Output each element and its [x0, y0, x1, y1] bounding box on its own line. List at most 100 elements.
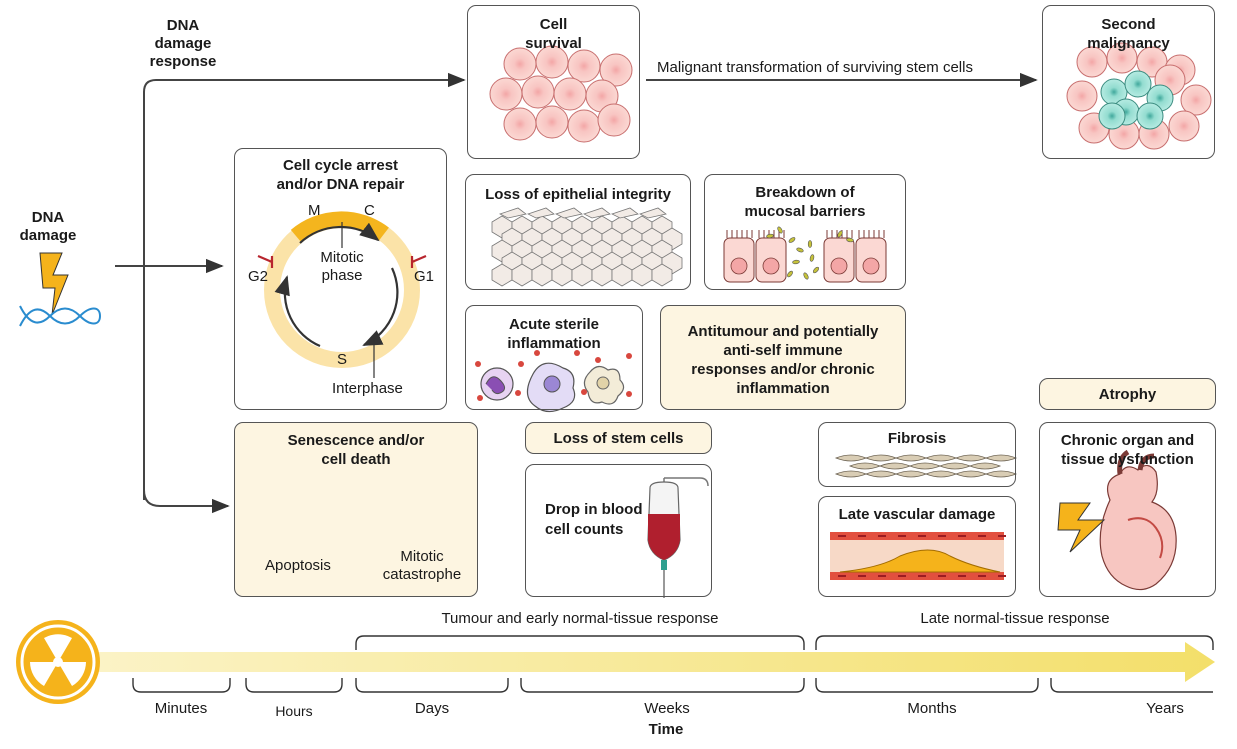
second-malignancy-box: Second malignancy [1042, 5, 1215, 159]
tick-months: Months [907, 700, 957, 717]
detached-cell [526, 207, 555, 219]
bacterium [787, 270, 793, 278]
fibrosis-box: Fibrosis [818, 422, 1016, 487]
blood-vessel-illustration [830, 532, 1006, 580]
timeline-brackets [132, 635, 1214, 693]
epithelial-integrity-box: Loss of epithelial integrity [465, 174, 691, 290]
malignant-cell [1098, 102, 1126, 130]
cell [597, 103, 631, 137]
epithelial-cell [651, 263, 673, 287]
detached-cell [582, 207, 611, 219]
atrophy-box: Atrophy [1039, 378, 1216, 410]
second-malignancy-title: Second malignancy [1087, 16, 1170, 52]
apoptosis-label: Apoptosis [265, 557, 331, 574]
nucleus [730, 257, 748, 275]
phase-c-label: C [364, 202, 375, 219]
malignant-cell [1136, 102, 1164, 130]
endothelial-nucleus [938, 575, 946, 577]
endothelial-nucleus [878, 535, 886, 537]
tick-days: Days [414, 700, 450, 717]
fibroblast [984, 454, 1018, 462]
mitotic-catastrophe-label: Mitotic catastrophe [382, 548, 462, 583]
malignant-transformation-label: Malignant transformation of surviving st… [657, 59, 973, 76]
detached-cell [554, 207, 583, 219]
endothelial-nucleus [958, 575, 966, 577]
checkpoint-inhibitor-icon [257, 254, 427, 268]
tick-hours: Hours [275, 703, 313, 719]
bacterium [813, 266, 819, 274]
endothelial-nucleus [958, 535, 966, 537]
nucleus [862, 257, 880, 275]
mucosal-barrier-illustration [723, 226, 887, 283]
lightning-icon [1057, 502, 1106, 553]
chronic-dysfunction-title: Chronic organ and tissue dysfunction [1060, 432, 1195, 468]
endothelial-nucleus [978, 535, 986, 537]
mucosal-barriers-title: Breakdown of mucosal barriers [744, 184, 866, 220]
bacterium [846, 237, 854, 243]
endothelial-nucleus [918, 535, 926, 537]
time-arrow [95, 642, 1215, 682]
lightning-icon [39, 252, 69, 316]
detached-cell [638, 207, 667, 219]
dna-damage-response-label: DNA damage response [149, 17, 217, 70]
endothelial-nucleus [918, 575, 926, 577]
chronic-dysfunction-box: Chronic organ and tissue dysfunction [1039, 422, 1216, 597]
endothelial-nucleus [838, 575, 846, 577]
cell-cluster-illustration [489, 45, 633, 143]
blood-counts-box: Drop in blood cell counts [525, 464, 712, 597]
endothelial-nucleus [938, 535, 946, 537]
inflammation-title: Acute sterile inflammation [507, 316, 601, 352]
cell [1168, 110, 1200, 142]
cell-cycle-diagram [257, 211, 427, 378]
senescence-title: Senescence and/or cell death [287, 432, 425, 468]
dna-helix-icon [19, 305, 101, 327]
bacterium [809, 254, 815, 262]
bacterium [807, 240, 813, 248]
cell-cycle-title: Cell cycle arrest and/or DNA repair [276, 157, 405, 193]
cell [1180, 84, 1212, 116]
time-axis-label: Time [648, 721, 684, 738]
cell-survival-box: Cell survival [467, 5, 640, 159]
malignant-cell-cluster-illustration [1066, 42, 1212, 150]
dna-damage-label: DNA damage [19, 209, 77, 244]
phase-m-label: M [308, 202, 321, 219]
cell [1106, 42, 1138, 74]
phase-s-label: S [337, 351, 348, 368]
late-response-label: Late normal-tissue response [920, 610, 1110, 627]
bacterium [803, 272, 809, 280]
stem-cells-box: Loss of stem cells [525, 422, 712, 454]
endothelial-nucleus [998, 575, 1006, 577]
endothelial-nucleus [858, 575, 866, 577]
endothelial-nucleus [898, 535, 906, 537]
radiation-icon [16, 620, 100, 704]
detached-cell [610, 207, 639, 219]
nucleus [830, 257, 848, 275]
cell [1076, 46, 1108, 78]
endothelial-nucleus [838, 535, 846, 537]
main-flow-arrows [115, 72, 1038, 514]
early-response-label: Tumour and early normal-tissue response [441, 610, 719, 627]
fibroblast [968, 462, 1002, 470]
antitumour-title: Antitumour and potentially anti-self imm… [687, 323, 879, 397]
fibroblast [984, 470, 1018, 478]
phase-g2-label: G2 [248, 268, 269, 285]
atrophy-title: Atrophy [1098, 386, 1157, 403]
cell-survival-title: Cell survival [525, 16, 582, 52]
heart-icon [1099, 449, 1177, 591]
bacterium [837, 230, 843, 238]
endothelial-nucleus [858, 535, 866, 537]
fibrosis-title: Fibrosis [887, 430, 947, 447]
antitumour-box: Antitumour and potentially anti-self imm… [660, 305, 906, 410]
tick-years: Years [1146, 700, 1184, 717]
immune-cells-illustration [475, 350, 632, 413]
cell [599, 53, 633, 87]
nucleus [762, 257, 780, 275]
mucosal-barriers-box: Breakdown of mucosal barriers [704, 174, 906, 290]
epithelium-illustration [491, 207, 683, 287]
stem-cells-title: Loss of stem cells [553, 430, 684, 447]
phase-g1-label: G1 [414, 268, 435, 285]
bacterium [777, 226, 783, 234]
endothelial-nucleus [898, 575, 906, 577]
senescence-box: Senescence and/or cell death [234, 422, 478, 597]
endothelial-nucleus [978, 575, 986, 577]
